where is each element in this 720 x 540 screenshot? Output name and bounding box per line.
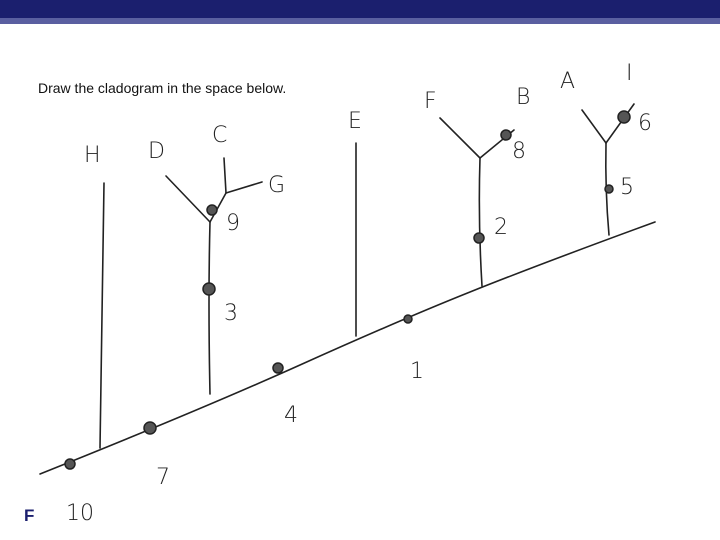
character-label: 7 [156,465,170,490]
taxon-label: B [516,85,530,110]
mark-dot [500,129,512,141]
branch-d [165,175,211,223]
branch-cg [209,192,227,223]
taxon-label: G [268,173,285,198]
taxon-label: C [212,123,227,148]
corner-mark: F [24,506,35,525]
branch-fb-stem [478,157,483,287]
header-bar [0,0,720,18]
branch-h [99,182,105,449]
taxon-label: D [148,139,165,164]
taxon-label: H [84,143,101,168]
header-stripe [0,18,720,24]
branch-i [605,103,635,144]
mark-dot [617,110,631,124]
branch-a [581,109,607,144]
taxon-label: I [626,61,633,86]
character-label: 2 [494,215,508,240]
character-label: 4 [284,403,298,428]
taxon-label: A [560,69,575,94]
mark-dot [604,184,614,194]
mark-dot [473,232,485,244]
instruction-text: Draw the cladogram in the space below. [38,80,287,96]
character-label: 5 [620,175,634,200]
main-axis-line [39,221,656,475]
mark-dot [143,421,157,435]
character-label: 1 [410,359,424,384]
mark-dot [202,282,216,296]
mark-dot [272,362,284,374]
branch-c [223,157,227,194]
branch-dcg-stem [208,221,211,395]
mark-dot [64,458,76,470]
character-label: 8 [512,139,526,164]
character-label: 6 [638,111,652,136]
mark-dot [206,204,218,216]
character-label: 3 [224,301,238,326]
branch-g [225,181,263,194]
taxon-label: E [348,109,362,134]
mark-dot [403,314,413,324]
character-label: 10 [66,501,94,526]
branch-f [439,117,481,159]
character-label: 9 [226,211,240,236]
taxon-label: F [424,89,437,114]
